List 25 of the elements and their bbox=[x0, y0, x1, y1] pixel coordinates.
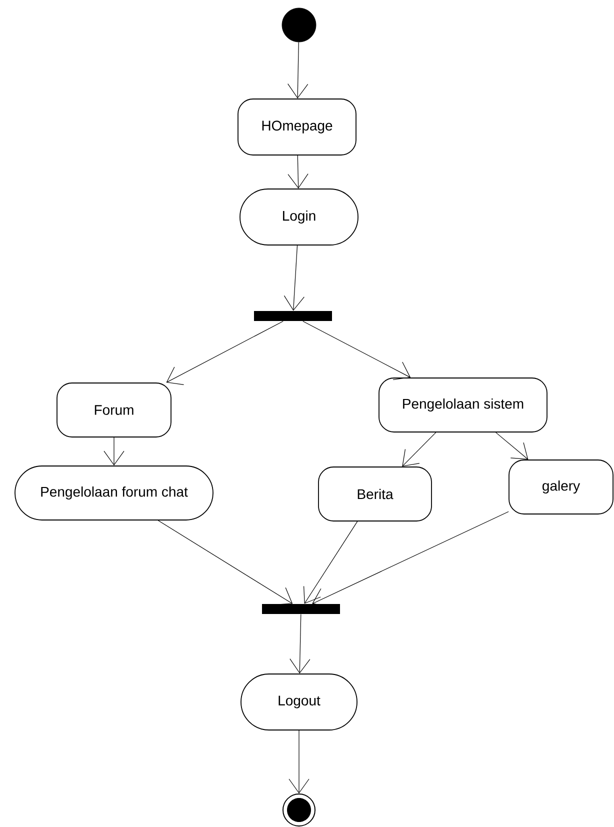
start-dot bbox=[282, 8, 316, 42]
end-dot bbox=[282, 794, 316, 826]
arrow bbox=[290, 614, 310, 674]
arrow bbox=[304, 521, 358, 604]
arrow bbox=[302, 320, 411, 380]
action-box: Forum bbox=[56, 382, 172, 438]
action-box: Berita bbox=[318, 466, 432, 522]
arrow bbox=[288, 155, 308, 189]
action-box: HOmepage bbox=[238, 98, 356, 156]
arrow bbox=[104, 437, 124, 466]
arrow bbox=[288, 730, 310, 794]
arrow bbox=[158, 520, 293, 605]
action-box: Logout bbox=[240, 674, 358, 730]
arrow bbox=[166, 320, 284, 385]
arrow bbox=[284, 245, 304, 311]
arrow bbox=[496, 432, 528, 460]
arrow bbox=[312, 511, 509, 607]
arrow bbox=[402, 432, 436, 467]
action-box: Pengelolaan sistem bbox=[378, 378, 548, 432]
sync-bar bbox=[254, 311, 332, 321]
action-box: Login bbox=[240, 188, 358, 246]
sync-bar bbox=[262, 604, 340, 614]
action-box: Pengelolaan forum chat bbox=[14, 466, 214, 520]
arrow bbox=[288, 42, 308, 99]
action-box: galery bbox=[508, 460, 614, 514]
